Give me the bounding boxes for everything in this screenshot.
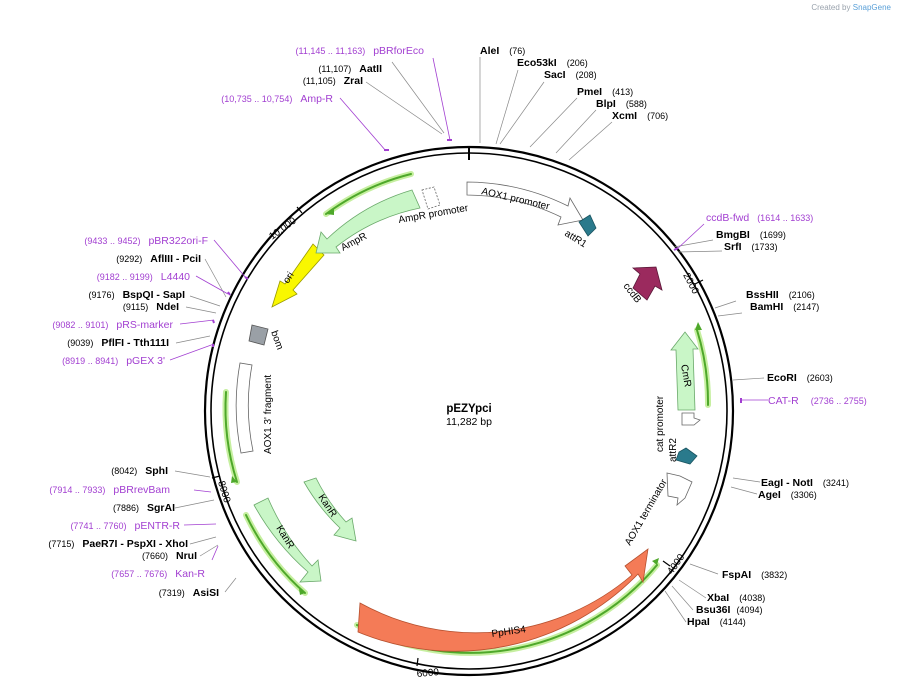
pphis4-arrow [357,548,649,652]
feature-label-kanr-inner: KanR [316,493,339,520]
enzyme-label-asisi: (7319)AsiSI [159,587,219,599]
enzyme-label-afliii-pcii: (9292)AflIII - PciI [116,253,201,265]
enzyme-label-ndei: (9115)NdeI [123,301,179,313]
ori-arrow [271,243,325,308]
band-arrowhead [299,589,305,595]
feature-label-cmr: CmR [678,364,693,388]
attr1-arrow [578,214,597,237]
feature-label-cat-promoter: cat promoter [655,395,666,452]
aox1-terminator-arrow [666,472,693,507]
enzyme-label-srfi: SrfI(1733) [724,241,778,253]
tick-mark [296,206,303,214]
enzyme-label-bsu36i: Bsu36I(4094) [696,604,762,616]
tick-label-10000: 10,000 [267,215,299,242]
primer-label-cat-r: CAT-R(2736 .. 2755) [768,395,867,407]
cmr-arrow [670,331,699,411]
feature-label-pphis4: PpHIS4 [491,624,527,640]
enzyme-label-pmei: PmeI(413) [577,86,633,98]
enzyme-label-eagi-noti: EagI - NotI(3241) [761,477,849,489]
enzyme-label-saci: SacI(208) [544,69,597,81]
primer-label-pentr-r: (7741 .. 7760)pENTR-R [70,520,180,532]
band-arrowhead [231,476,237,483]
primer-label-pgex3: (8919 .. 8941)pGEX 3' [62,355,165,367]
feature-label-bom: bom [268,329,285,351]
plasmid-size: 11,282 bp [446,416,492,428]
plasmid-name: pEZYpci [446,403,491,415]
tick-mark [416,657,419,667]
leader-lines [174,57,765,623]
enzyme-label-nrui: (7660)NruI [142,550,197,562]
enzyme-label-bsshii: BssHII(2106) [746,289,815,301]
primer-label-pbr322ori-f: (9433 .. 9452)pBR322ori-F [84,235,208,247]
feature-label-ori: ori [281,270,296,285]
primer-leader-lines [169,57,768,561]
enzyme-label-bmgbi: BmgBI(1699) [716,229,786,241]
primer-label-l4440: (9182 .. 9199)L4440 [97,271,190,283]
feature-label-attr2: attR2 [668,438,679,462]
primer-label-pbrrevbam: (7914 .. 7933)pBRrevBam [49,484,170,496]
enzyme-label-xbai: XbaI(4038) [707,592,765,604]
band-arrowhead [652,558,659,565]
tick-mark [211,475,221,479]
cat-promoter-arrow [681,412,701,426]
tick-label-6000: 6000 [416,667,440,680]
enzyme-label-sgrai: (7886)SgrAI [113,502,175,514]
enzyme-label-fspai: FspAI(3832) [722,569,787,581]
enzyme-label-zrai: (11,105)ZraI [303,75,363,87]
enzyme-label-bamhi: BamHI(2147) [750,301,819,313]
enzyme-label-hpai: HpaI(4144) [687,616,746,628]
ccdb-arrow [631,266,663,301]
aox1-3-fragment-arrow [235,362,254,454]
enzyme-label-bspqi-sapi: (9176)BspQI - SapI [89,289,186,301]
enzyme-label-sphi: (8042)SphI [111,465,168,477]
feature-label-aox1-3-fragment: AOX1 3' fragment [263,375,274,454]
feature-label-aox1-terminator: AOX1 terminator [623,477,670,548]
tick-mark [694,279,704,285]
tick-mark [662,560,671,567]
enzyme-label-ecori: EcoRI(2603) [767,372,833,384]
primer-label-kan-r: (7657 .. 7676)Kan-R [111,568,205,580]
enzyme-label-aatii: (11,107)AatII [318,63,382,75]
enzyme-label-pflfi-tth111i: (9039)PflFI - Tth111I [67,337,169,349]
kanr-arrow-outer [253,497,322,583]
primer-label-ccdb-fwd: ccdB-fwd(1614 .. 1633) [706,212,813,224]
ampr-arrow [315,189,421,254]
snapgene-credit: Created by SnapGene [811,3,891,12]
primer-ticks [212,139,742,403]
enzyme-label-eco53ki: Eco53kI(206) [517,57,588,69]
attr2-arrow [675,447,698,465]
primer-label-prs-marker: (9082 .. 9101)pRS-marker [52,319,173,331]
enzyme-label-alei: AleI(76) [480,45,525,57]
primer-label-amp-r: (10,735 .. 10,754)Amp-R [221,93,333,105]
kanr-arrow-inner [303,477,357,542]
ampr-promoter-arrow [421,186,441,210]
enzyme-label-xcmi: XcmI(706) [612,110,668,122]
enzyme-label-blpi: BlpI(588) [596,98,647,110]
band-arrowhead [695,322,702,330]
enzyme-label-agei: AgeI(3306) [758,489,817,501]
enzyme-label-paer7i-pspxi-xhoi: (7715)PaeR7I - PspXI - XhoI [48,538,188,550]
primer-label-pbrforeco: (11,145 .. 11,163)pBRforEco [296,45,425,57]
bom-block [248,324,269,346]
band-arrowhead [326,208,334,215]
